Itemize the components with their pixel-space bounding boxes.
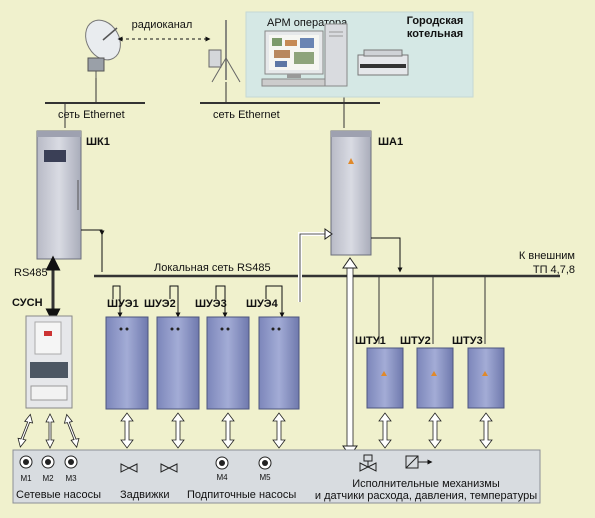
motor-m2-icon bbox=[41, 455, 55, 469]
shue1-label: ШУЭ1 bbox=[107, 298, 139, 310]
cabinet-susn bbox=[25, 315, 73, 409]
printer-icon bbox=[357, 49, 409, 76]
shtu3-label: ШТУ3 bbox=[452, 335, 483, 347]
susn-label: СУСН bbox=[12, 297, 43, 309]
sensor-icon bbox=[405, 455, 433, 469]
motor-m3-label: М3 bbox=[65, 474, 77, 483]
motor-m1-label: М1 bbox=[20, 474, 32, 483]
cabinet-shue4 bbox=[258, 316, 300, 410]
motor-m4-icon bbox=[215, 456, 229, 470]
ethernet-left-label: сеть Ethernet bbox=[58, 109, 125, 121]
motor-m4-label: М4 bbox=[216, 473, 228, 482]
valves-label: Задвижки bbox=[120, 489, 169, 501]
motor-m1-icon bbox=[19, 455, 33, 469]
cabinet-shk1 bbox=[36, 130, 82, 260]
shtu1-label: ШТУ1 bbox=[355, 335, 386, 347]
local-network-label: Локальная сеть RS485 bbox=[154, 262, 271, 274]
shk1-label: ШК1 bbox=[86, 136, 110, 148]
external-label-2: ТП 4,7,8 bbox=[533, 264, 575, 276]
actuator-valve-icon bbox=[359, 454, 377, 472]
boiler-house-label-1: Городская bbox=[407, 15, 464, 27]
actuators-label-1: Исполнительные механизмы bbox=[352, 478, 500, 490]
motor-m5-icon bbox=[258, 456, 272, 470]
shue3-label: ШУЭ3 bbox=[195, 298, 227, 310]
external-label-1: К внешним bbox=[519, 250, 575, 262]
radio-channel-label: радиоканал bbox=[132, 19, 193, 31]
radio-antenna-icon bbox=[208, 20, 241, 83]
field-equipment-panel bbox=[12, 449, 541, 504]
motor-m5-label: М5 bbox=[259, 473, 271, 482]
cabinet-shtu1 bbox=[366, 347, 404, 409]
satellite-dish-icon bbox=[85, 19, 121, 78]
makeup-pumps-label: Подпиточные насосы bbox=[187, 489, 296, 501]
cabinet-shtu3 bbox=[467, 347, 505, 409]
cabinet-shue1 bbox=[105, 316, 149, 410]
actuators-label-2: и датчики расхода, давления, температуры bbox=[315, 490, 537, 502]
cabinet-shue3 bbox=[206, 316, 250, 410]
cabinet-shtu2 bbox=[416, 347, 454, 409]
valve-icon bbox=[120, 463, 178, 473]
boiler-house-label-2: котельная bbox=[407, 28, 463, 40]
rs485-label: RS485 bbox=[14, 267, 48, 279]
shue2-label: ШУЭ2 bbox=[144, 298, 176, 310]
motor-m3-icon bbox=[64, 455, 78, 469]
cabinet-shue2 bbox=[156, 316, 200, 410]
sha1-to-bus-arrow bbox=[371, 237, 403, 273]
network-pumps-label: Сетевые насосы bbox=[16, 489, 101, 501]
pc-tower-icon bbox=[324, 23, 348, 87]
monitor-icon bbox=[261, 30, 331, 87]
motor-m2-label: М2 bbox=[42, 474, 54, 483]
cabinet-sha1 bbox=[330, 130, 372, 256]
sha1-field-arrow bbox=[342, 257, 358, 457]
sha1-label: ША1 bbox=[378, 136, 403, 148]
shue4-label: ШУЭ4 bbox=[246, 298, 279, 310]
shtu2-label: ШТУ2 bbox=[400, 335, 431, 347]
field-arrows bbox=[17, 412, 493, 449]
ethernet-right-label: сеть Ethernet bbox=[213, 109, 280, 121]
